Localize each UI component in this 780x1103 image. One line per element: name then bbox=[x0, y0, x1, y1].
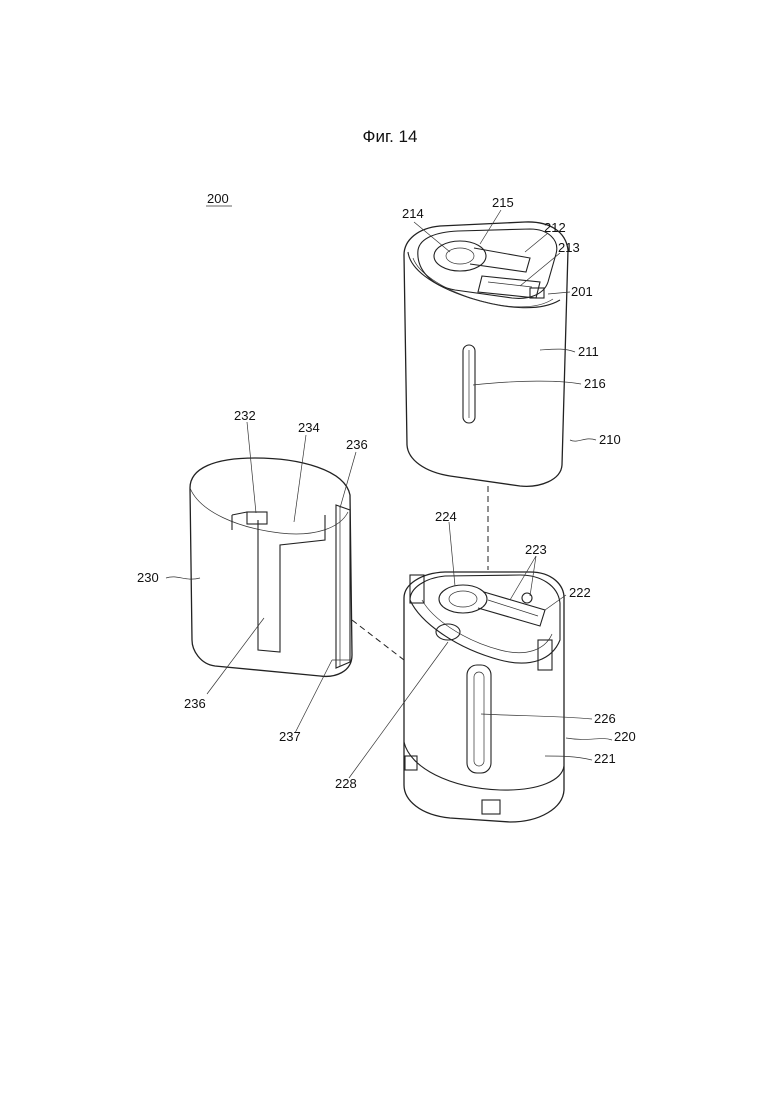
label-221: 221 bbox=[594, 751, 616, 766]
label-215: 215 bbox=[492, 195, 514, 210]
label-226: 226 bbox=[594, 711, 616, 726]
label-220: 220 bbox=[614, 729, 636, 744]
label-222: 222 bbox=[569, 585, 591, 600]
upper-tank-210 bbox=[404, 222, 568, 486]
svg-text:200: 200 bbox=[207, 191, 229, 206]
label-216: 216 bbox=[584, 376, 606, 391]
assembly-reference: 200 bbox=[206, 191, 232, 206]
label-236-top: 236 bbox=[346, 437, 368, 452]
label-210: 210 bbox=[599, 432, 621, 447]
label-230: 230 bbox=[137, 570, 159, 585]
cover-230 bbox=[190, 458, 352, 676]
label-234: 234 bbox=[298, 420, 320, 435]
label-232: 232 bbox=[234, 408, 256, 423]
label-211: 211 bbox=[578, 344, 599, 359]
label-223: 223 bbox=[525, 542, 547, 557]
figure-title: Фиг. 14 bbox=[363, 127, 418, 146]
label-201: 201 bbox=[571, 284, 593, 299]
label-213: 213 bbox=[558, 240, 580, 255]
label-212: 212 bbox=[544, 220, 566, 235]
label-224: 224 bbox=[435, 509, 457, 524]
label-228: 228 bbox=[335, 776, 357, 791]
label-214: 214 bbox=[402, 206, 424, 221]
label-236-bottom: 236 bbox=[184, 696, 206, 711]
lower-base-220 bbox=[404, 572, 564, 822]
label-237: 237 bbox=[279, 729, 301, 744]
